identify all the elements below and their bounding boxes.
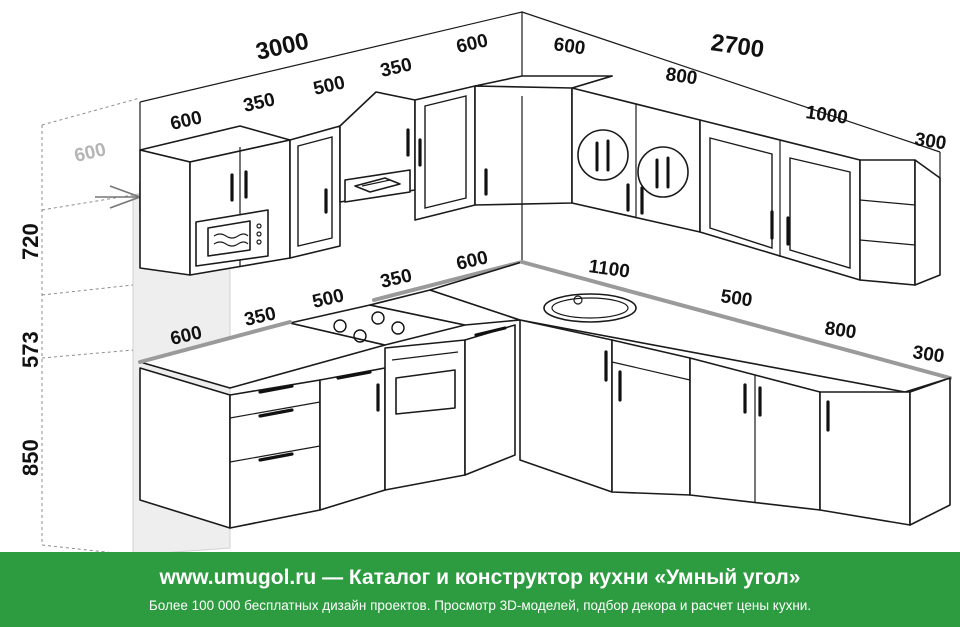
- dim-upper-left-0: 600: [168, 107, 204, 135]
- kitchen-diagram: 3000 2700 600 350 500 350 600 600 800 10…: [18, 11, 952, 552]
- stove-icon: [384, 339, 466, 491]
- dim-height-upper: 720: [18, 223, 43, 260]
- footer-title: www.umugol.ru — Каталог и конструктор ку…: [159, 566, 801, 589]
- footer-banner: www.umugol.ru — Каталог и конструктор ку…: [0, 552, 960, 627]
- upper-cabinets-left: [139, 85, 476, 276]
- dim-lower-left-2: 500: [310, 285, 346, 313]
- footer-subtitle: Более 100 000 бесплатных дизайн проектов…: [148, 598, 812, 613]
- dim-lower-right-1: 500: [719, 286, 753, 311]
- dim-upper-left-4: 600: [454, 30, 490, 58]
- dim-lower-left-3: 350: [378, 265, 414, 293]
- dim-wall-left: 3000: [253, 28, 311, 66]
- dim-height-gap: 573: [18, 331, 43, 368]
- microwave-icon: [195, 209, 269, 267]
- dim-upper-right-1: 800: [664, 64, 698, 89]
- fork-knife-icon: [595, 139, 670, 189]
- dim-wall-right: 2700: [709, 29, 766, 63]
- dim-upper-right-3: 300: [913, 129, 947, 154]
- dim-lower-right-2: 800: [823, 318, 857, 343]
- dim-fridge-width: 600: [72, 139, 108, 167]
- range-hood-icon: [354, 177, 401, 193]
- dim-upper-right-2: 1000: [804, 102, 849, 129]
- base-cabinets-left: [139, 324, 516, 529]
- countertop-right: [429, 260, 952, 393]
- dim-lower-right-3: 300: [911, 342, 945, 367]
- dimension-labels: 3000 2700 600 350 500 350 600 600 800 10…: [18, 28, 948, 476]
- countertop-left: [138, 260, 524, 389]
- dim-upper-left-2: 500: [311, 72, 347, 100]
- hob-icon: [333, 311, 405, 343]
- dim-lower-right-0: 1100: [587, 256, 631, 283]
- dim-upper-right-0: 600: [552, 34, 586, 59]
- sink-icon: [543, 293, 637, 323]
- dim-height-base: 850: [18, 439, 43, 476]
- dim-upper-left-3: 350: [378, 54, 414, 82]
- dim-upper-left-1: 350: [241, 89, 277, 117]
- upper-cabinets-right: [571, 87, 941, 286]
- base-cabinets-right: [519, 319, 951, 526]
